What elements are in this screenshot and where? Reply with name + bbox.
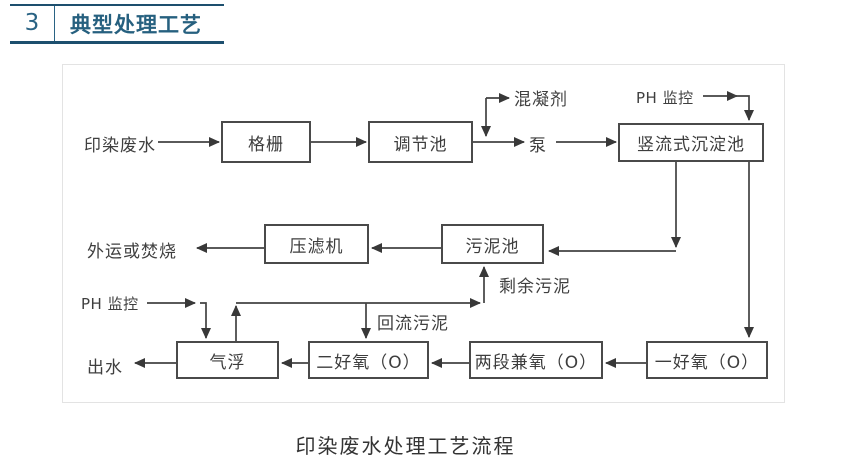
label-influent: 印染废水: [84, 136, 156, 156]
label-ph-monitor-left: PH 监控: [81, 295, 139, 313]
box-two-stage-facultative: 两段兼氧（O）: [469, 341, 603, 379]
label-effluent: 出水: [87, 358, 123, 378]
label-pump: 泵: [529, 136, 547, 156]
label-coagulant: 混凝剂: [514, 90, 568, 110]
figure-caption: 印染废水处理工艺流程: [295, 434, 516, 458]
label-excess-sludge: 剩余污泥: [499, 277, 571, 297]
box-air-flotation: 气浮: [176, 341, 279, 379]
box-regulating-tank: 调节池: [368, 121, 473, 163]
label-ph-monitor-top: PH 监控: [636, 89, 694, 107]
header-divider: [54, 6, 55, 41]
label-return-sludge: 回流污泥: [377, 314, 449, 334]
process-flow-diagram: 格栅 调节池 竖流式沉淀池 压滤机 污泥池 气浮 二好氧（O） 两段兼氧（O） …: [62, 64, 785, 403]
section-number: 3: [24, 10, 40, 36]
box-filter-press: 压滤机: [264, 224, 369, 264]
box-vertical-sedimentation-tank: 竖流式沉淀池: [618, 123, 764, 162]
box-secondary-aerobic: 二好氧（O）: [308, 341, 429, 379]
section-header: 3 典型处理工艺: [10, 4, 224, 44]
flow-arrows: [134, 91, 754, 368]
box-sludge-tank: 污泥池: [441, 224, 544, 264]
box-primary-aerobic: 一好氧（O）: [646, 341, 768, 379]
box-grid: 格栅: [221, 121, 311, 163]
label-transport-or-incinerate: 外运或焚烧: [87, 242, 177, 262]
section-title: 典型处理工艺: [70, 12, 202, 37]
